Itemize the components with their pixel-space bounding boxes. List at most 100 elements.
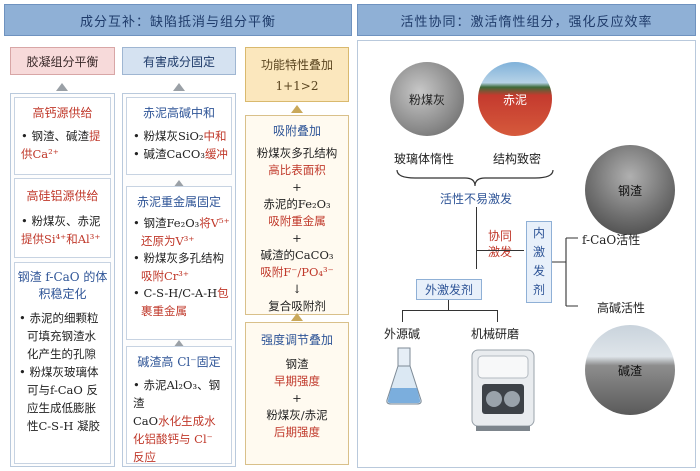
col2-up-arrow <box>173 83 185 91</box>
high-alkali-label: 高碱活性 <box>597 301 646 315</box>
col3-sec1-title: 吸附叠加 <box>272 124 321 138</box>
internal-d: 剂 <box>532 283 545 297</box>
flyash-photo: 粉煤灰 <box>390 62 464 136</box>
col2-sec3-lines: • 赤泥Al₂O₃、钢渣 CaO水化生成水 化铝酸钙与 Cl⁻ 反应 <box>133 376 231 466</box>
connector-ext-bar <box>402 310 498 311</box>
col3-sec1-l7: 碱渣的CaCO₃ <box>260 248 334 262</box>
col1-sec2-bullet: • 粉煤灰、赤泥 提供Si⁴⁺和Al³⁺ <box>21 212 110 248</box>
hard-to-activate-label: 活性不易激发 <box>440 192 513 206</box>
col2-sec3-title: 碱渣高 Cl⁻固定 <box>137 355 221 369</box>
col2-title-text: 有害成分固定 <box>142 54 215 69</box>
col3-sec1-l9: ↓ <box>292 282 302 296</box>
steel-slag-label: 钢渣 <box>617 183 642 198</box>
col3-sec1-l2: 高比表面积 <box>268 163 326 177</box>
col2-sec2-lines: • 钢渣Fe₂O₃将V⁵⁺ 还原为V³⁺ • 粉煤灰多孔结构 吸附Cr³⁺ • … <box>133 215 231 320</box>
synergy-label: 协同 激发 <box>488 228 512 260</box>
col3-sec2-lines: 钢渣 早期强度 + 粉煤灰/赤泥 后期强度 <box>246 356 348 441</box>
col1-sec3-line: 应生成低膨胀 <box>27 401 96 415</box>
col3-sec1-l3: + <box>292 180 302 194</box>
external-alkali-label: 外源碱 <box>384 327 421 341</box>
synergy-a: 协同 <box>488 229 513 243</box>
col2-sec3: 碱渣高 Cl⁻固定 • 赤泥Al₂O₃、钢渣 CaO水化生成水 化铝酸钙与 Cl… <box>126 346 232 464</box>
col3-sec2-title: 强度调节叠加 <box>260 333 333 347</box>
soda-slag-label: 碱渣 <box>617 363 642 378</box>
col1-sec3-title: 钢渣 f-CaO 的体 积稳定化 <box>15 269 110 303</box>
col1-sec2-bullet-a: • 粉煤灰、赤泥 <box>21 214 101 228</box>
connector-ext-left <box>402 310 403 322</box>
redmud-photo: 赤泥 <box>478 62 552 136</box>
col2-sec2-line6: 裹重金属 <box>141 303 187 318</box>
col2-arrow-2 <box>173 180 185 188</box>
col1-title-text: 胶凝组分平衡 <box>26 54 99 69</box>
col3-sec2-l5: 后期强度 <box>274 425 320 439</box>
external-activator-text: 外激发剂 <box>424 283 473 297</box>
col1-sec3-title-b: 积稳定化 <box>38 287 87 301</box>
col2-sec1-lines: • 粉煤灰SiO₂中和 • 碱渣CaCO₃缓冲 <box>133 127 231 163</box>
col2-arrow-3 <box>173 340 185 348</box>
soda-slag-photo: 碱渣 <box>585 325 675 415</box>
col1-sec3-lines: • 赤泥的细颗粒 可填充钢渣水 化产生的孔隙 • 粉煤灰玻璃体 可与f-CaO … <box>19 309 110 435</box>
col3-sec2-l3: + <box>292 391 302 405</box>
col3-sec1-l5: 吸附重金属 <box>268 214 326 228</box>
ball-mill-icon <box>471 349 535 431</box>
col1-sec3-line: 可与f-CaO 反 <box>27 383 98 397</box>
col2-sec1-line2-a: • 碱渣CaCO₃ <box>133 147 205 161</box>
col2-sec2-line4: 吸附Cr³⁺ <box>141 268 189 283</box>
internal-a: 内 <box>532 226 545 240</box>
col2-sec2-line1-a: • 钢渣Fe₂O₃ <box>133 216 200 230</box>
col1-sec3-line: • 赤泥的细颗粒 <box>19 311 99 325</box>
connector-stem <box>476 221 477 269</box>
grinding-label: 机械研磨 <box>471 327 520 341</box>
col3-arrow-2 <box>291 313 303 321</box>
col3-title-a: 功能特性叠加 <box>260 58 333 72</box>
col3-sec1-l8: 吸附F⁻/PO₄³⁻ <box>260 265 334 279</box>
connector-internal <box>476 250 524 251</box>
col2-sec1-line1-a: • 粉煤灰SiO₂ <box>133 129 204 143</box>
col1-up-arrow <box>56 83 68 91</box>
col1-sec2: 高硅铝源供给 • 粉煤灰、赤泥 提供Si⁴⁺和Al³⁺ <box>14 178 111 258</box>
col3-sec2: 强度调节叠加 钢渣 早期强度 + 粉煤灰/赤泥 后期强度 <box>245 322 349 465</box>
header-activity-synergy: 活性协同：激活惰性组分，强化反应效率 <box>357 4 696 36</box>
col2-sec3-line4: 反应 <box>133 450 156 464</box>
col2-sec3-line1: • 赤泥Al₂O₃、钢渣 <box>133 378 221 410</box>
col3-sec1-l10: 复合吸附剂 <box>268 299 326 313</box>
connector-ext-right <box>497 310 498 322</box>
dense-label: 结构致密 <box>493 152 542 166</box>
col3-sec1: 吸附叠加 粉煤灰多孔结构 高比表面积 + 赤泥的Fe₂O₃ 吸附重金属 + 碱渣… <box>245 115 349 315</box>
col2-sec1-title: 赤泥高碱中和 <box>142 106 215 120</box>
internal-bracket <box>552 237 578 307</box>
col1-sec3-line: • 粉煤灰玻璃体 <box>19 365 99 379</box>
col1-sec1-bullet-a: • 钢渣、碱渣 <box>21 129 89 143</box>
col1-sec2-bullet-b: 提供Si⁴⁺和Al³⁺ <box>21 232 101 246</box>
col1-title: 胶凝组分平衡 <box>10 47 115 75</box>
col1-sec3-line: 化产生的孔隙 <box>27 347 96 361</box>
connector-line <box>476 207 477 221</box>
col1-sec3: 钢渣 f-CaO 的体 积稳定化 • 赤泥的细颗粒 可填充钢渣水 化产生的孔隙 … <box>14 262 111 464</box>
col2-sec3-line3: 化铝酸钙与 Cl⁻ <box>133 432 213 446</box>
col1-sec3-line: 性C-S-H 凝胶 <box>27 419 101 433</box>
col1-sec1-bullet: • 钢渣、碱渣提 供Ca²⁺ <box>21 127 110 163</box>
external-activator-box: 外激发剂 <box>416 279 482 300</box>
col2-title: 有害成分固定 <box>122 47 236 75</box>
col3-sec2-l2: 早期强度 <box>274 374 320 388</box>
col2-sec2-line2: 还原为V³⁺ <box>141 233 195 248</box>
col2-sec2: 赤泥重金属固定 • 钢渣Fe₂O₃将V⁵⁺ 还原为V³⁺ • 粉煤灰多孔结构 吸… <box>126 186 232 340</box>
col3-sec2-l4: 粉煤灰/赤泥 <box>266 408 328 422</box>
glass-inert-label: 玻璃体惰性 <box>394 152 455 166</box>
header-left-text: 成分互补：缺陷抵消与组分平衡 <box>79 14 276 30</box>
col1-sec2-title: 高硅铝源供给 <box>26 189 99 203</box>
col1-sec3-title-a: 钢渣 f-CaO 的体 <box>17 270 108 284</box>
col2-sec1: 赤泥高碱中和 • 粉煤灰SiO₂中和 • 碱渣CaCO₃缓冲 <box>126 97 232 175</box>
col3-sec1-l1: 粉煤灰多孔结构 <box>256 146 338 160</box>
col2-sec3-line2-b: 水化生成水 <box>158 414 216 428</box>
col2-sec2-line1-b: 将V⁵⁺ <box>199 216 230 230</box>
col2-sec1-line2-b: 缓冲 <box>204 147 228 161</box>
header-component-complementarity: 成分互补：缺陷抵消与组分平衡 <box>4 4 352 36</box>
col3-title: 功能特性叠加 1+1>2 <box>245 47 349 102</box>
internal-c: 发 <box>532 264 545 278</box>
col3-sec1-l4: 赤泥的Fe₂O₃ <box>263 197 331 211</box>
col1-sec1-bullet-b: 提 <box>88 129 101 143</box>
col1-sec1: 高钙源供给 • 钢渣、碱渣提 供Ca²⁺ <box>14 97 111 175</box>
internal-b: 激 <box>532 245 545 259</box>
fcao-activity-label: f-CaO活性 <box>582 233 641 247</box>
